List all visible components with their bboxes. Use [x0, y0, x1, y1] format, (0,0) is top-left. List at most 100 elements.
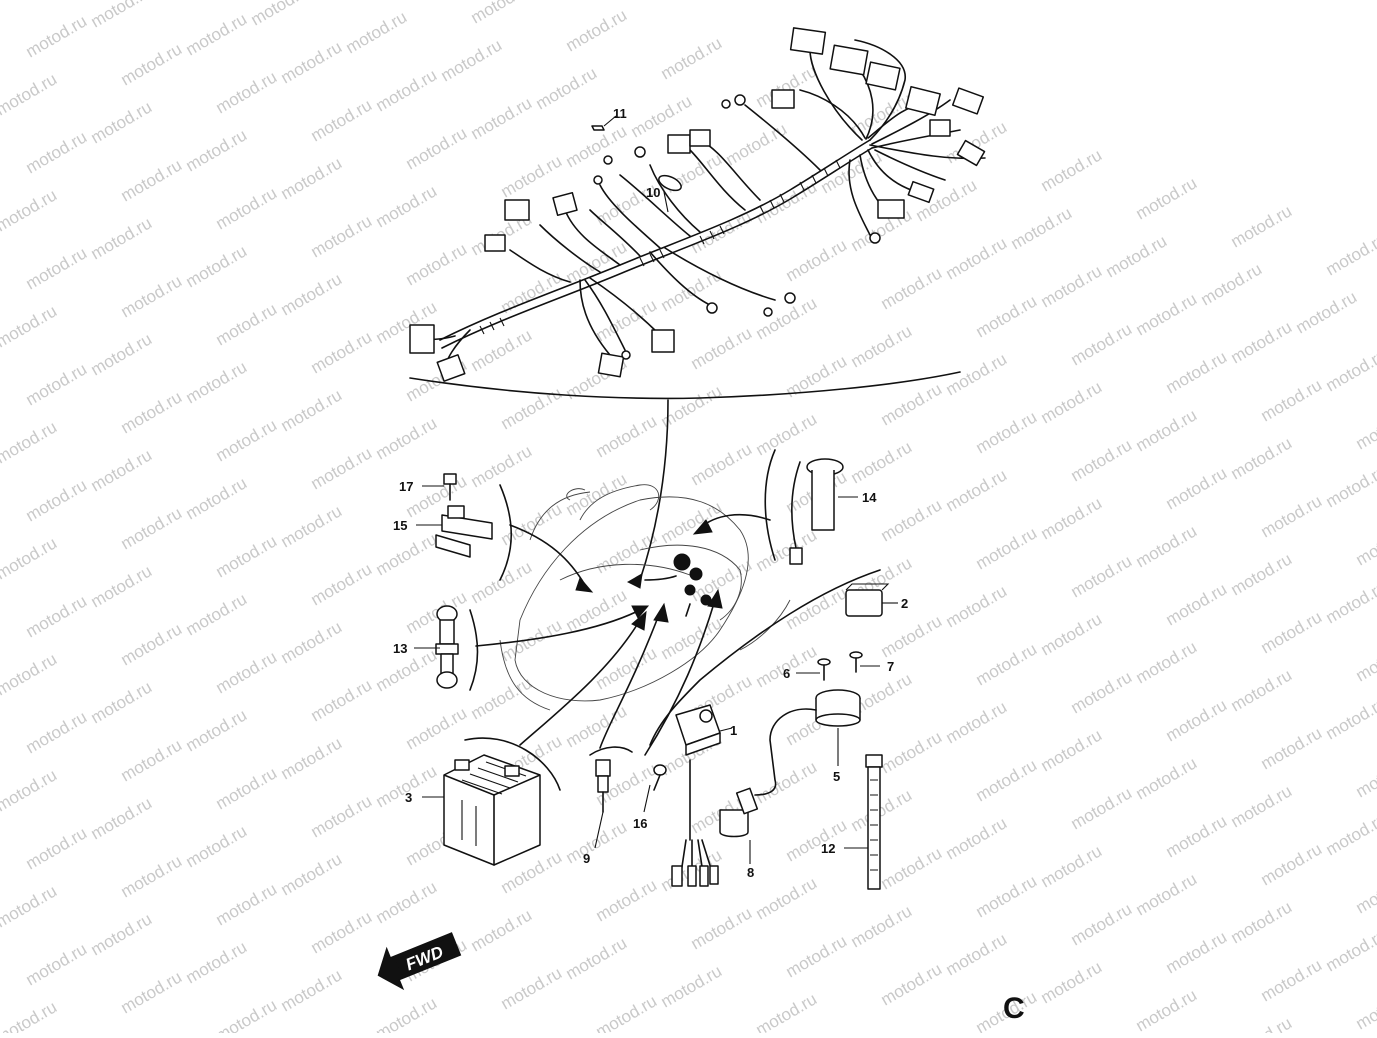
- watermark-text: motod.ru: [1293, 287, 1361, 337]
- watermark-text: motod.ru: [183, 125, 251, 175]
- watermark-text: motod.ru: [1038, 725, 1106, 775]
- callout-11: 11: [613, 106, 627, 121]
- watermark-text: motod.ru: [0, 417, 60, 467]
- watermark-text: motod.ru: [753, 989, 821, 1033]
- watermark-text: motod.ru: [373, 529, 441, 579]
- watermark-text: motod.ru: [1353, 983, 1377, 1033]
- part-6-screw: [818, 659, 830, 680]
- watermark-text: motod.ru: [0, 185, 60, 235]
- watermark-text: motod.ru: [1068, 783, 1136, 833]
- watermark-text: motod.ru: [1068, 667, 1136, 717]
- watermark-text: motod.ru: [213, 879, 281, 929]
- watermark-text: motod.ru: [563, 237, 631, 287]
- watermark-text: motod.ru: [1133, 753, 1201, 803]
- watermark-text: motod.ru: [118, 271, 186, 321]
- watermark-text: motod.ru: [658, 961, 726, 1011]
- watermark-text: motod.ru: [1353, 519, 1377, 569]
- watermark-text: motod.ru: [1228, 317, 1296, 367]
- watermark-text: motod.ru: [878, 727, 946, 777]
- watermark-text: motod.ru: [118, 387, 186, 437]
- watermark-text: motod.ru: [1258, 723, 1326, 773]
- watermark-text: motod.ru: [848, 321, 916, 371]
- section-mark: C: [1003, 992, 1025, 1025]
- watermark-text: motod.ru: [1038, 609, 1106, 659]
- watermark-text: motod.ru: [1133, 289, 1201, 339]
- watermark-text: motod.ru: [1133, 521, 1201, 571]
- watermark-text: motod.ru: [0, 765, 60, 815]
- watermark-text: motod.ru: [88, 677, 156, 727]
- watermark-text: motod.ru: [88, 97, 156, 147]
- watermark-text: motod.ru: [183, 241, 251, 291]
- watermark-text: motod.ru: [23, 707, 91, 757]
- watermark-text: motod.ru: [183, 357, 251, 407]
- watermark-text: motod.ru: [0, 301, 60, 351]
- watermark-text: motod.ru: [118, 503, 186, 553]
- watermark-text: motod.ru: [278, 849, 346, 899]
- watermark-text: motod.ru: [23, 939, 91, 989]
- fwd-direction-badge: FWD: [370, 924, 464, 996]
- watermark-text: motod.ru: [1258, 491, 1326, 541]
- watermark-text: motod.ru: [1133, 405, 1201, 455]
- callout-17: 17: [399, 479, 413, 494]
- watermark-text: motod.ru: [498, 151, 566, 201]
- watermark-text: motod.ru: [973, 523, 1041, 573]
- watermark-text: motod.ru: [373, 993, 441, 1033]
- watermark-text: motod.ru: [438, 35, 506, 85]
- watermark-text: motod.ru: [593, 875, 661, 925]
- watermark-text: motod.ru: [1198, 259, 1266, 309]
- watermark-text: motod.ru: [1353, 867, 1377, 917]
- watermark-text: motod.ru: [1103, 231, 1171, 281]
- watermark-text: motod.ru: [1068, 319, 1136, 369]
- watermark-text: motod.ru: [23, 591, 91, 641]
- watermark-text: motod.ru: [308, 443, 376, 493]
- watermark-text: motod.ru: [943, 465, 1011, 515]
- watermark-text: motod.ru: [1353, 751, 1377, 801]
- callout-3: 3: [405, 790, 412, 805]
- watermark-text: motod.ru: [753, 177, 821, 227]
- watermark-text: motod.ru: [278, 501, 346, 551]
- watermark-text: motod.ru: [1008, 203, 1076, 253]
- watermark-text: motod.ru: [183, 821, 251, 871]
- callout-6: 6: [783, 666, 790, 681]
- watermark-text: motod.ru: [658, 149, 726, 199]
- watermark-text: motod.ru: [783, 235, 851, 285]
- watermark-text: motod.ru: [1258, 839, 1326, 889]
- watermark-text: motod.ru: [1228, 201, 1296, 251]
- watermark-text: motod.ru: [373, 877, 441, 927]
- watermark-text: motod.ru: [468, 0, 536, 27]
- watermark-text: motod.ru: [1323, 925, 1377, 975]
- watermark-text: motod.ru: [943, 233, 1011, 283]
- watermark-text: motod.ru: [308, 327, 376, 377]
- watermark-text: motod.ru: [1068, 551, 1136, 601]
- watermark-text: motod.ru: [878, 959, 946, 1009]
- watermark-text: motod.ru: [1258, 375, 1326, 425]
- watermark-text: motod.ru: [373, 413, 441, 463]
- part-13-switch: [436, 606, 458, 688]
- watermark-text: motod.ru: [118, 967, 186, 1017]
- watermark-text: motod.ru: [183, 589, 251, 639]
- watermark-text: motod.ru: [848, 437, 916, 487]
- callout-16: 16: [633, 816, 647, 831]
- watermark-text: motod.ru: [468, 673, 536, 723]
- watermark-text: motod.ru: [688, 903, 756, 953]
- watermark-text: motod.ru: [1038, 145, 1106, 195]
- watermark-text: motod.ru: [278, 733, 346, 783]
- watermark-text: motod.ru: [973, 871, 1041, 921]
- watermark-text: motod.ru: [468, 93, 536, 143]
- watermark-text: motod.ru: [878, 263, 946, 313]
- watermark-text: motod.ru: [1353, 635, 1377, 685]
- callout-2: 2: [901, 596, 908, 611]
- watermark-text: motod.ru: [498, 615, 566, 665]
- watermark-text: motod.ru: [848, 785, 916, 835]
- callout-1: 1: [730, 723, 737, 738]
- callout-13: 13: [393, 641, 407, 656]
- watermark-text: motod.ru: [213, 995, 281, 1033]
- watermark-text: motod.ru: [0, 997, 60, 1033]
- watermark-text: motod.ru: [1228, 1013, 1296, 1033]
- watermark-text: motod.ru: [1323, 693, 1377, 743]
- watermark-text: motod.ru: [1133, 985, 1201, 1033]
- part-8-plug-cap: [720, 788, 757, 836]
- callout-5: 5: [833, 769, 840, 784]
